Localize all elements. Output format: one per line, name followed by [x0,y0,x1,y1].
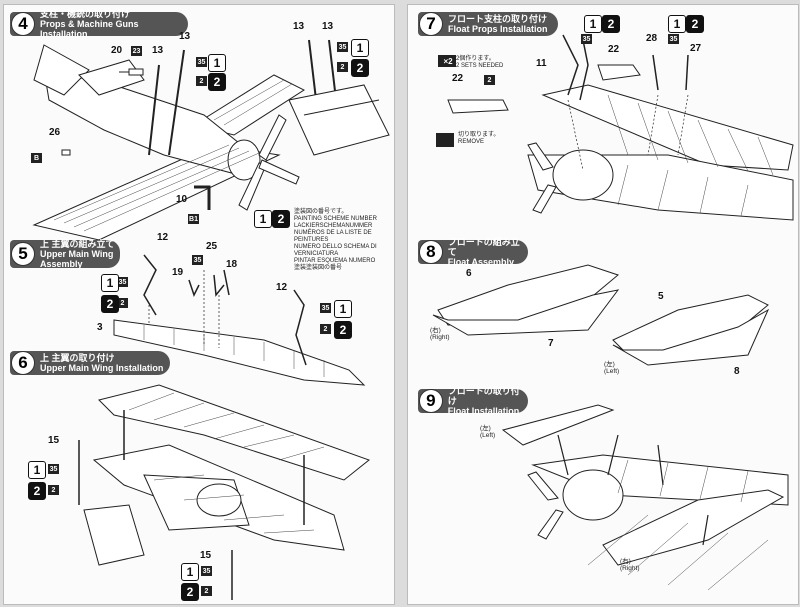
scheme-2-badge: 2 [272,210,290,228]
part-number: 15 [48,435,60,446]
step-title-jp: 上 主翼の取り付け [40,353,115,363]
scheme-1-badge: 1 [584,15,602,33]
scheme-2-badge: 2 [181,583,199,601]
decal-number: 35 [48,464,59,474]
part-number: 12 [157,232,169,243]
step-4-drawing [32,39,390,600]
part-letter: B [31,153,42,163]
decal-number: 2 [201,586,212,596]
scheme-1-badge: 1 [254,210,272,228]
step-number: 7 [419,12,443,36]
decal-number: 2 [48,485,59,495]
decal-number: 2 [320,324,331,334]
x2-badge: ×2 [440,55,456,67]
step-number: 6 [11,351,35,375]
scheme-2-badge: 2 [101,295,119,313]
part-number: 26 [49,127,61,138]
step-title-en: Upper Main Wing Installation [40,363,164,373]
part-number: 10 [176,194,188,205]
step-title-jp: 支柱・機銃の取り付け [39,9,130,19]
decal-number: 35 [337,42,348,52]
decal-number: 35 [668,34,679,44]
part-number: 13 [179,31,191,42]
part-number: 22 [452,73,464,84]
scheme-1-badge: 1 [668,15,686,33]
scheme-1-badge: 1 [334,300,352,318]
step-title-en: Upper Main Wing [40,249,114,259]
part-number: 13 [293,21,305,32]
step-title-en: Float Props Installation [448,24,548,34]
step-number: 5 [11,242,35,266]
scheme-2-badge: 2 [686,15,704,33]
part-number: 13 [152,45,164,56]
part-number: 15 [200,550,212,561]
part-number: 3 [97,322,103,333]
scheme-2-badge: 2 [334,321,352,339]
decal-number: 35 [201,566,212,576]
scheme-1-badge: 1 [208,54,226,72]
painting-scheme-legend: 塗装図の番号です。 PAINTING SCHEME NUMBER LACKIER… [294,209,377,271]
right-label: (右) (Right) [430,327,450,341]
part-number: 25 [206,241,218,252]
part-number: 6 [466,268,472,279]
part-number: 19 [172,267,184,278]
decal-number: 35 [581,34,592,44]
decal-number: 2 [117,298,128,308]
instruction-page-left: 4 支柱・機銃の取り付け Props & Machine Guns Instal… [3,4,395,605]
part-number: 7 [548,338,554,349]
step-title-en: Float Installation [447,406,520,416]
step-5-header: 5 上 主翼の組み立て Upper Main Wing Assembly [10,239,120,269]
part-number: 27 [690,43,702,54]
decal-number: 35 [117,277,128,287]
decal-number: 35 [192,255,203,265]
remove-note: 切り取ります。 REMOVE [458,132,500,145]
left-label: (左) (Left) [604,361,620,375]
step-title-en: Float Assembly [447,257,514,267]
decal-number: 2 [196,76,207,86]
scheme-2-badge: 2 [602,15,620,33]
part-number: 28 [646,33,658,44]
right-page-drawing [432,34,794,591]
decal-number: 23 [131,46,142,56]
step-9-header: 9 フロートの取り付け Float Installation [418,386,528,416]
scheme-1-badge: 1 [181,563,199,581]
decal-number: 35 [320,303,331,313]
scheme-1-badge: 1 [101,274,119,292]
step-number: 8 [419,240,443,264]
scheme-2-badge: 2 [208,73,226,91]
step-title-en-2: Assembly [40,259,83,269]
step-title-jp: フロート支柱の取り付け [448,14,548,24]
scheme-1-badge: 1 [351,39,369,57]
step-title-jp: フロートの取り付け [447,386,520,406]
part-number: 5 [658,291,664,302]
part-number: 18 [226,259,238,270]
step-8-header: 8 フロートの組み立て Float Assembly [418,237,528,267]
step-6-header: 6 上 主翼の取り付け Upper Main Wing Installation [10,351,170,375]
part-number: 12 [276,282,288,293]
step-number: 4 [11,12,35,36]
step-title-jp: フロートの組み立て [447,237,520,257]
part-number: 20 [111,45,123,56]
decal-number: 35 [196,57,207,67]
part-letter: 2 [484,75,495,85]
step-7-header: 7 フロート支柱の取り付け Float Props Installation [418,12,558,36]
scheme-1-badge: 1 [28,461,46,479]
part-letter: B1 [188,214,199,224]
decal-number: 2 [337,62,348,72]
part-number: 13 [322,21,334,32]
right-label: (右) (Right) [620,558,640,572]
scheme-2-badge: 2 [28,482,46,500]
part-number: 8 [734,366,740,377]
step-number: 9 [419,389,443,413]
scheme-2-badge: 2 [351,59,369,77]
step-title-jp: 上 主翼の組み立て [40,239,115,249]
step-title-en: Props & Machine Guns Installation [39,19,139,39]
step-4-header: 4 支柱・機銃の取り付け Props & Machine Guns Instal… [10,9,188,39]
instruction-page-right: 7 フロート支柱の取り付け Float Props Installation [407,4,799,605]
left-label: (左) (Left) [480,425,496,439]
part-number: 22 [608,44,620,55]
x2-note: 2個作ります。 2 SETS NEEDED [456,56,504,69]
part-number: 11 [536,58,547,69]
